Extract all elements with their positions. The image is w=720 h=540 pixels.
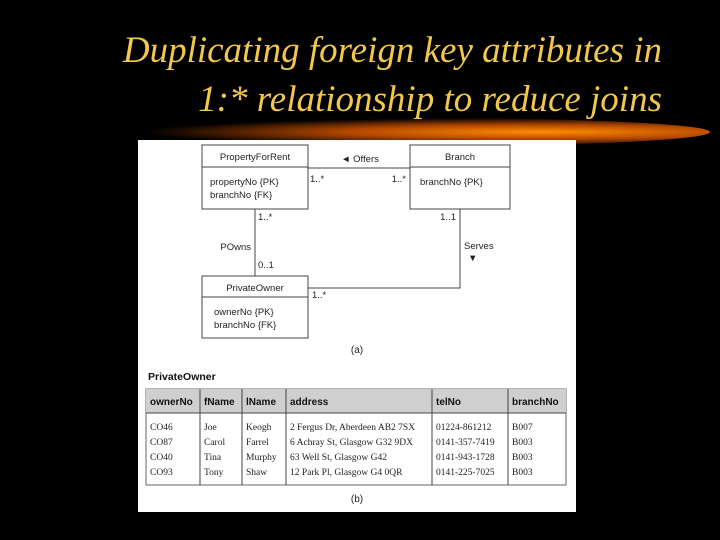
table-header-row bbox=[146, 389, 566, 413]
owner-class-box: PrivateOwner ownerNo {PK} branchNo {FK} bbox=[201, 275, 309, 339]
table-cell: 0141-357-7419 bbox=[436, 438, 495, 448]
table-cell: 6 Achray St, Glasgow G32 9DX bbox=[290, 438, 413, 448]
figure-svg: PropertyForRent propertyNo {PK} branchNo… bbox=[145, 144, 567, 505]
serves-mult-owner: 1..* bbox=[312, 290, 327, 301]
table-cell: 0141-943-1728 bbox=[436, 453, 495, 463]
offers-mult-branch: 1..* bbox=[392, 174, 407, 185]
table-cell: CO46 bbox=[150, 423, 173, 433]
table-row: CO93 Tony Shaw 12 Park Pl, Glasgow G4 0Q… bbox=[150, 468, 533, 478]
branch-class-box: Branch branchNo {PK} bbox=[409, 144, 511, 210]
property-attr-2: branchNo {FK} bbox=[210, 190, 272, 201]
owner-class-name: PrivateOwner bbox=[226, 283, 284, 294]
table-cell: Tony bbox=[204, 468, 224, 478]
caption-b: (b) bbox=[351, 494, 363, 505]
branch-class-name: Branch bbox=[445, 152, 475, 163]
slide-title: Duplicating foreign key attributes in 1:… bbox=[123, 26, 662, 124]
table-cell: Tina bbox=[204, 453, 222, 463]
table-cell: 63 Well St, Glasgow G42 bbox=[290, 453, 387, 463]
serves-label: Serves bbox=[464, 241, 494, 252]
table-cell: B007 bbox=[512, 423, 533, 433]
table-cell: 2 Fergus Dr, Aberdeen AB2 7SX bbox=[290, 423, 415, 433]
offers-mult-property: 1..* bbox=[310, 174, 325, 185]
owner-attr-2: branchNo {FK} bbox=[214, 320, 276, 331]
owner-attr-1: ownerNo {PK} bbox=[214, 307, 274, 318]
table-cell: CO40 bbox=[150, 453, 173, 463]
table-header-cell: telNo bbox=[436, 397, 461, 408]
table-title: PrivateOwner bbox=[148, 371, 216, 383]
serves-mult-branch: 1..1 bbox=[440, 212, 456, 223]
table-cell: B003 bbox=[512, 438, 533, 448]
slide-title-line-1: Duplicating foreign key attributes in bbox=[122, 30, 662, 71]
property-box-outline bbox=[201, 144, 309, 210]
branch-attr-1: branchNo {PK} bbox=[420, 177, 483, 188]
offers-label: ◄ Offers bbox=[341, 154, 379, 165]
table-row: CO40 Tina Murphy 63 Well St, Glasgow G42… bbox=[150, 453, 533, 463]
powns-mult-owner: 0..1 bbox=[258, 260, 274, 271]
table-cell: 12 Park Pl, Glasgow G4 0QR bbox=[290, 468, 403, 478]
powns-label: POwns bbox=[220, 242, 251, 253]
table-cell: Murphy bbox=[246, 453, 277, 463]
table-cell: Joe bbox=[204, 423, 217, 433]
table-cell: Shaw bbox=[246, 468, 267, 478]
serves-arrow-icon: ▼ bbox=[468, 253, 477, 264]
caption-a: (a) bbox=[351, 345, 363, 356]
table-cell: CO93 bbox=[150, 468, 173, 478]
table-row: CO46 Joe Keogh 2 Fergus Dr, Aberdeen AB2… bbox=[150, 423, 533, 433]
table-cell: 01224-861212 bbox=[436, 423, 492, 433]
table-cell: Carol bbox=[204, 438, 225, 448]
table-header-cell: fName bbox=[204, 397, 235, 408]
figure-panel: PropertyForRent propertyNo {PK} branchNo… bbox=[138, 140, 576, 512]
powns-mult-property: 1..* bbox=[258, 212, 273, 223]
slide-title-line-2: 1:* relationship to reduce joins bbox=[198, 79, 662, 120]
property-class-box: PropertyForRent propertyNo {PK} branchNo… bbox=[201, 144, 309, 210]
table-header-cell: address bbox=[290, 397, 329, 408]
property-attr-1: propertyNo {PK} bbox=[210, 177, 279, 188]
table-header-cell: ownerNo bbox=[150, 397, 193, 408]
table-header-cell: branchNo bbox=[512, 397, 559, 408]
table-cell: B003 bbox=[512, 468, 533, 478]
table-header-cell: lName bbox=[246, 397, 276, 408]
owner-table: ownerNo fName lName address telNo branch… bbox=[145, 388, 567, 486]
table-cell: Keogh bbox=[246, 423, 272, 433]
table-row: CO87 Carol Farrel 6 Achray St, Glasgow G… bbox=[150, 438, 533, 448]
property-class-name: PropertyForRent bbox=[220, 152, 291, 163]
table-cell: CO87 bbox=[150, 438, 173, 448]
table-cell: B003 bbox=[512, 453, 533, 463]
table-cell: 0141-225-7025 bbox=[436, 468, 495, 478]
table-cell: Farrel bbox=[246, 438, 269, 448]
serves-association-line bbox=[308, 209, 461, 289]
